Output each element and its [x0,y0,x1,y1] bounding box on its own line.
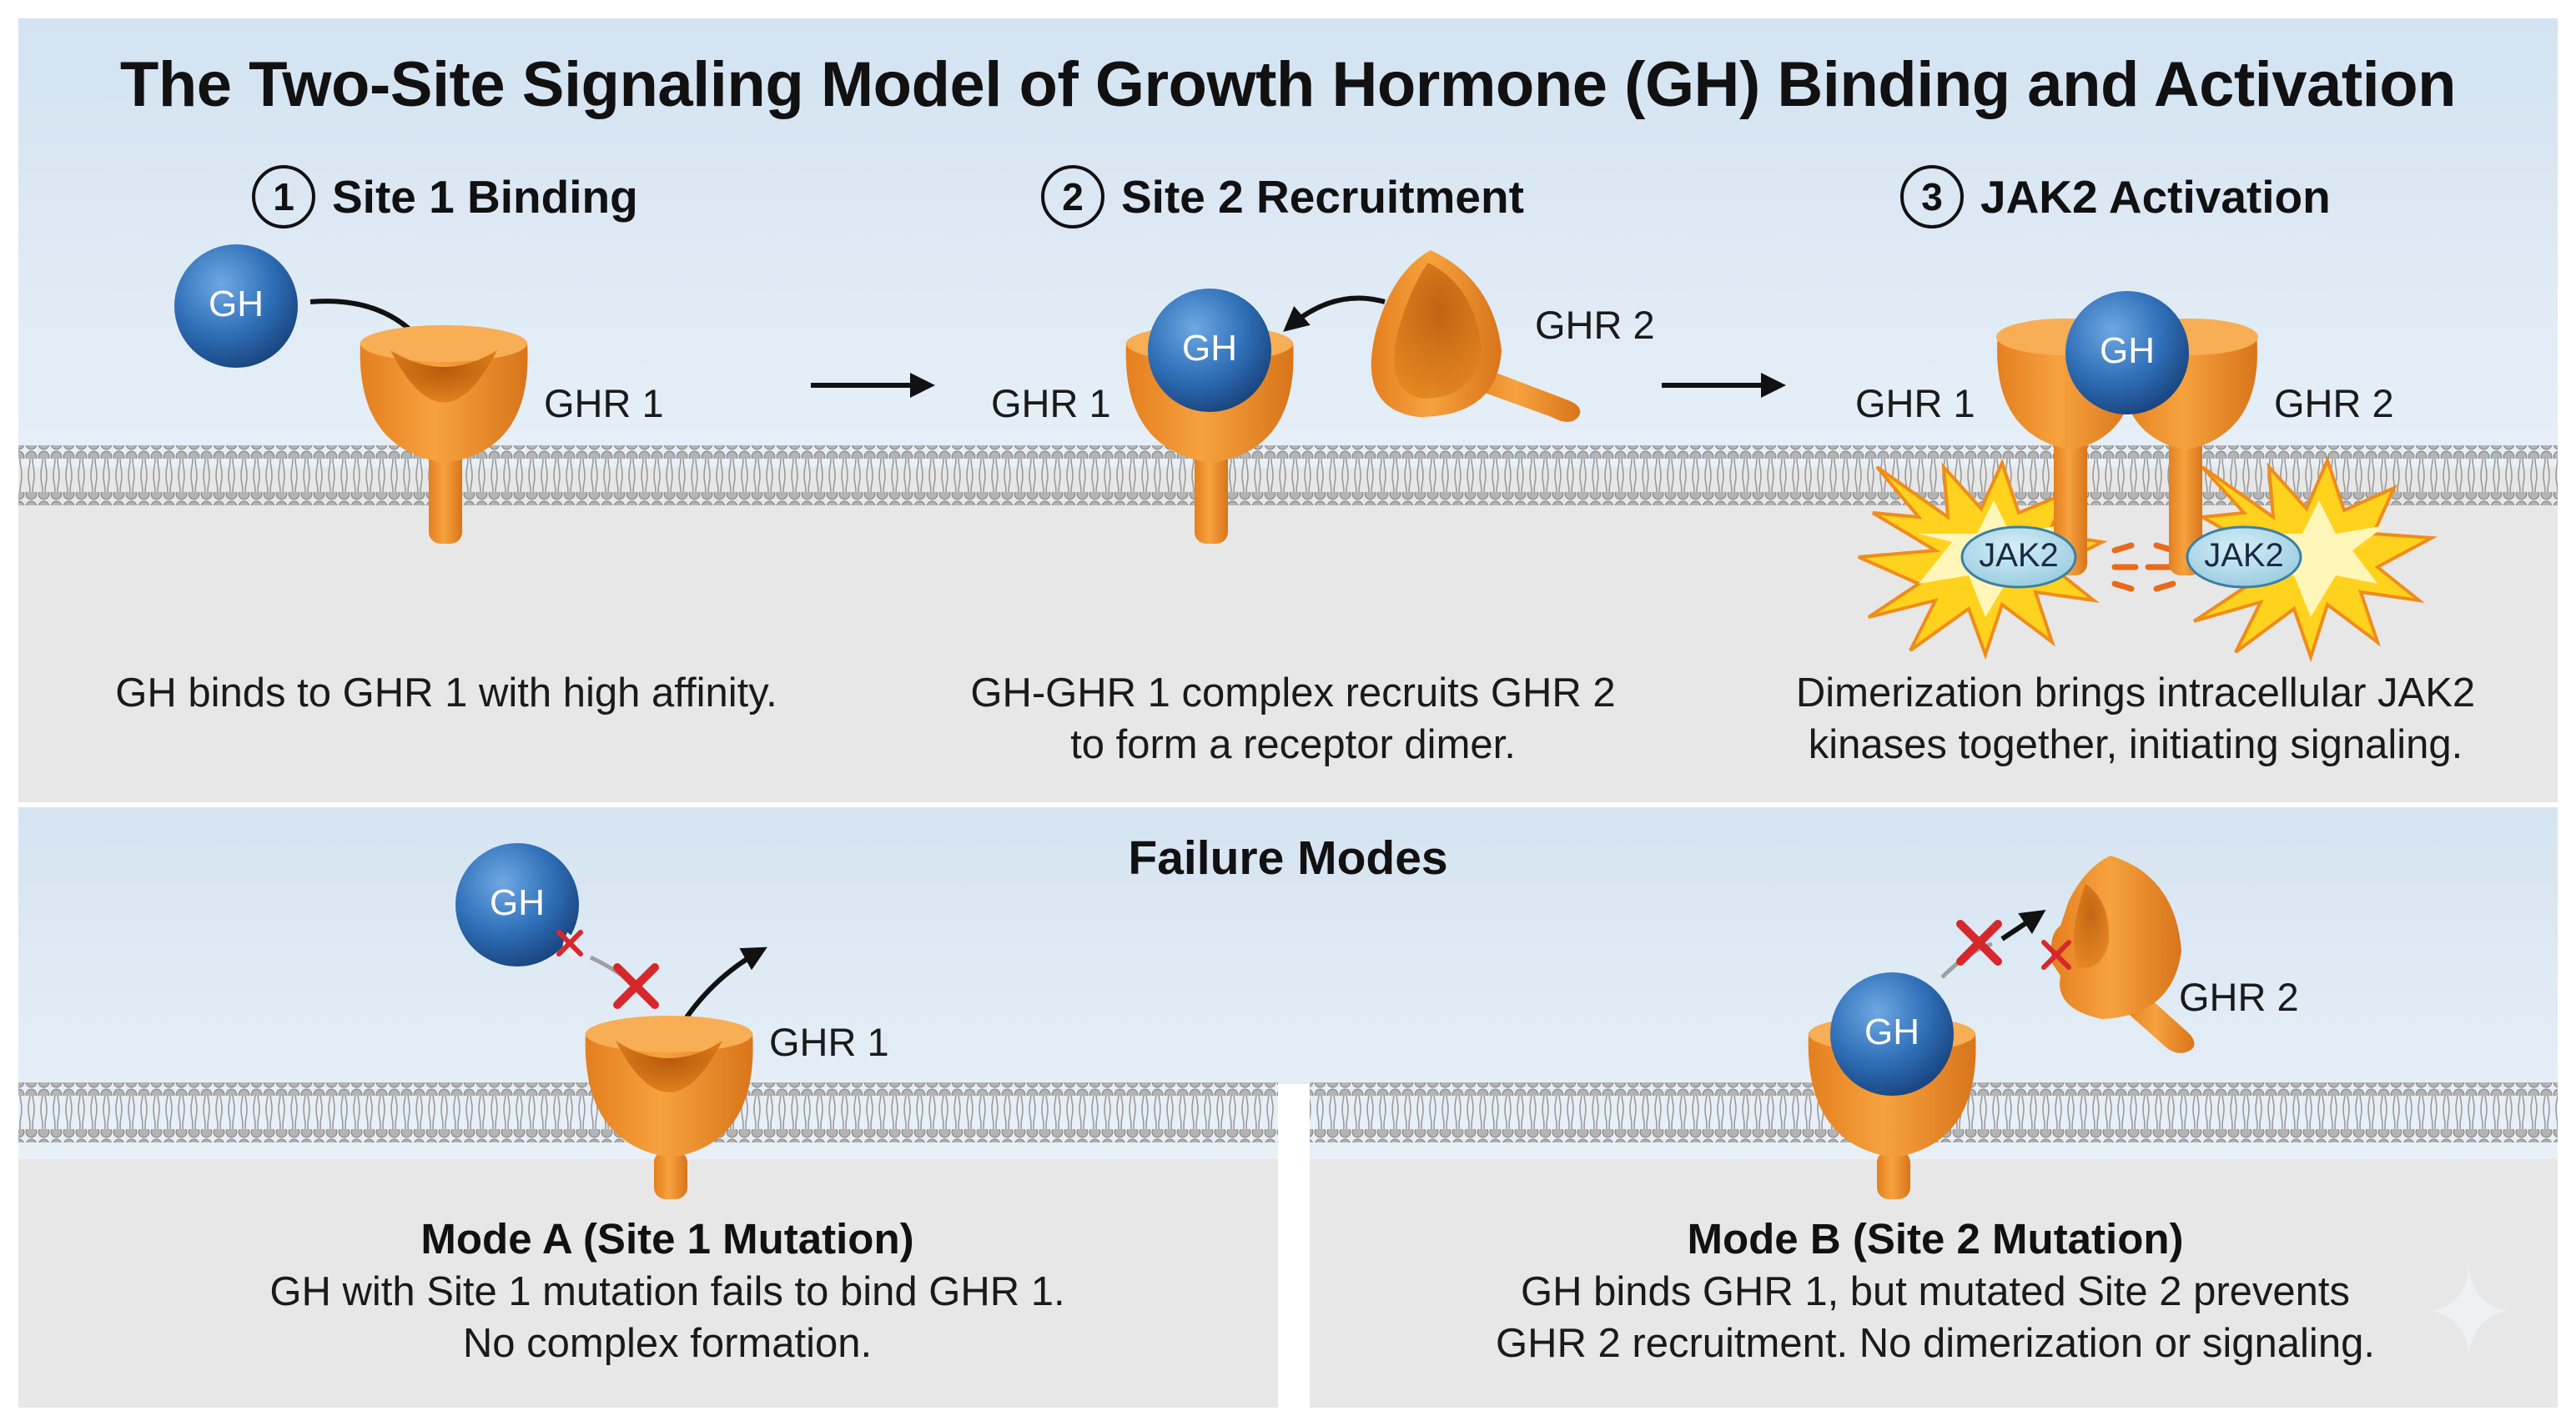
sparkle-watermark-icon [2432,1268,2507,1355]
mode-b-recruit-arrow [2000,910,2046,941]
step3-caption-line1: Dimerization brings intracellular JAK2 [1795,670,2476,716]
step3-jak2-right [2186,525,2302,589]
step2-caption-line1: GH-GHR 1 complex recruits GHR 2 [970,670,1616,716]
mode-a-cytoplasm [18,1159,1278,1408]
mode-b-title: Mode B (Site 2 Mutation) [1687,1215,2184,1263]
mode-b-block-x [1956,920,2002,966]
step3-caption: Dimerization brings intracellular JAK2 k… [1718,667,2553,771]
step2-label: Site 2 Recruitment [1121,171,1524,223]
step3-gh-label: GH [2100,330,2155,371]
mode-a-ghr1-receptor [585,1016,753,1199]
step3-ghr2-label: GHR 2 [2274,381,2394,425]
step1-number: 1 [252,165,315,228]
mode-a-ghr1-label: GHR 1 [769,1020,889,1064]
mode-a-gh-label: GH [490,882,545,923]
bottom-panel-divider [1278,1084,1310,1408]
step1-ghr1-label: GHR 1 [544,381,664,425]
mode-a-block-x [613,963,659,1009]
mode-b-caption-line2: GHR 2 recruitment. No dimerization or si… [1496,1321,2375,1366]
step3-label: JAK2 Activation [1980,171,2331,223]
mode-a-site1-mutation-mark [556,930,583,957]
mode-a-title: Mode A (Site 1 Mutation) [420,1215,914,1263]
page-title: The Two-Site Signaling Model of Growth H… [119,49,2457,120]
step1-caption: GH binds to GHR 1 with high affinity. [115,670,777,716]
mode-b-ghr2-receptor [2050,856,2195,1053]
step1-ghr1-receptor [360,325,528,544]
step1-label: Site 1 Binding [332,171,638,223]
mode-a-caption-line2: No complex formation. [462,1321,873,1366]
step2-gh-ball [1148,289,1271,412]
step2-ghr1-label: GHR 1 [991,381,1111,425]
mode-b-caption-line1: GH binds GHR 1, but mutated Site 2 preve… [1520,1269,2351,1314]
step3-caption-line2: kinases together, initiating signaling. [1808,722,2463,767]
mode-b-gh-label: GH [1864,1012,1919,1052]
step2-number: 2 [1041,165,1104,228]
mode-a-caption-line1: GH with Site 1 mutation fails to bind GH… [269,1269,1065,1314]
mode-a-caption: GH with Site 1 mutation fails to bind GH… [83,1266,1251,1369]
step3-number: 3 [1900,165,1964,228]
step2-caption-line2: to form a receptor dimer. [1070,722,1516,767]
step2-heading: 2 Site 2 Recruitment [1041,165,1524,228]
step2-gh-label: GH [1182,328,1237,369]
step3-gh-ball [2065,291,2189,414]
mode-b-ghr2-label: GHR 2 [2179,975,2299,1019]
step2-caption: GH-GHR 1 complex recruits GHR 2 to form … [901,667,1685,771]
mode-b-gh-ball [1830,972,1954,1096]
step3-ghr1-label: GHR 1 [1855,381,1975,425]
failure-modes-title: Failure Modes [1128,831,1448,885]
step3-heading: 3 JAK2 Activation [1900,165,2331,228]
step2-ghr2-receptor [1371,250,1581,422]
step3-jak2-left-label: JAK2 [1979,537,2059,574]
step3-jak2-right-label: JAK2 [2204,537,2284,574]
step2-recruit-arrow [1283,295,1386,332]
mode-b-cytoplasm [1310,1159,2558,1408]
step3-jak2-left [1960,525,2077,589]
step1-gh-ball [174,244,298,368]
step1-heading: 1 Site 1 Binding [252,165,638,228]
step2-ghr2-label: GHR 2 [1535,303,1655,347]
mode-b-caption: GH binds GHR 1, but mutated Site 2 preve… [1351,1266,2519,1369]
step3-dashes [2111,542,2176,592]
step1-gh-label: GH [209,284,264,324]
mode-b-site2-mutation-mark [2041,940,2071,970]
